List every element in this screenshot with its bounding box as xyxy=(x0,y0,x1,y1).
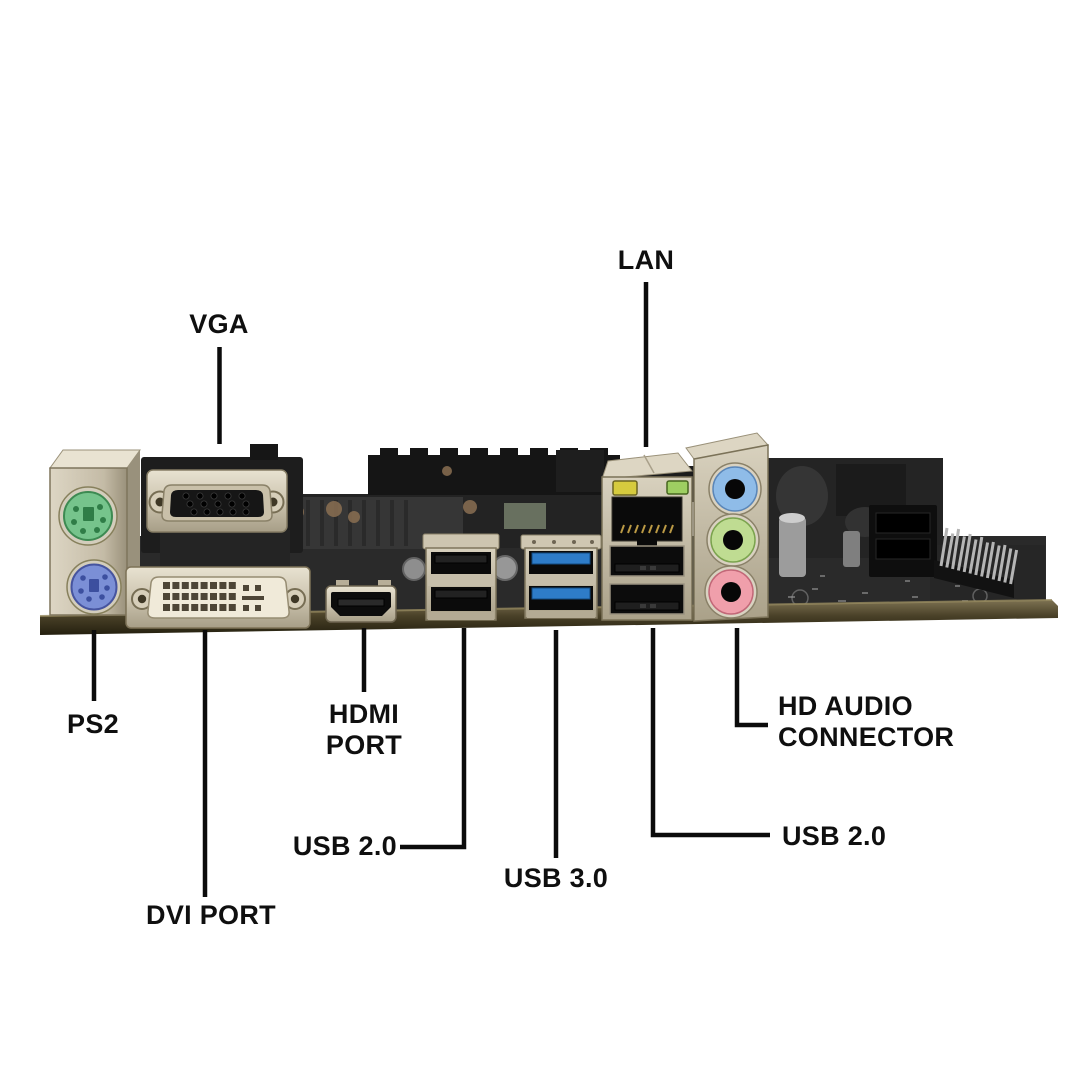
heatsink-fins xyxy=(306,500,408,546)
vga-port xyxy=(141,444,303,570)
leader-lines xyxy=(91,282,770,897)
audio-jack-line-in xyxy=(708,462,762,516)
label-usb2-right: USB 2.0 xyxy=(782,821,887,851)
label-hdmi-port: HDMI PORT xyxy=(325,699,403,761)
audio-jack-line-out xyxy=(706,513,760,567)
label-vga: VGA xyxy=(189,309,249,339)
label-usb3: USB 3.0 xyxy=(503,863,609,893)
label-ps2: PS2 xyxy=(67,709,119,739)
leader-line-hd-audio xyxy=(734,628,768,728)
audio-jack-mic xyxy=(704,565,758,619)
usb2-ports-left xyxy=(422,533,500,621)
vga-pin-holes xyxy=(182,492,250,516)
hdmi-port xyxy=(325,580,397,623)
label-hd-audio-connector: HD AUDIO CONNECTOR xyxy=(778,691,955,753)
ps2-keyboard-port xyxy=(66,559,122,615)
dvi-pin-holes xyxy=(163,582,264,611)
label-lan: LAN xyxy=(617,245,675,275)
leader-line-usb2-left xyxy=(400,628,467,850)
lan-contacts xyxy=(620,524,674,534)
ps2-mouse-port xyxy=(58,486,118,546)
front-panel-header xyxy=(869,505,937,577)
label-dvi-port: DVI PORT xyxy=(146,900,276,930)
lan-led-activity xyxy=(612,480,638,496)
label-usb2-left: USB 2.0 xyxy=(292,831,397,861)
usb2-ports-right xyxy=(609,545,685,615)
usb3-tongue-bottom xyxy=(531,587,591,600)
usb3-tongue-top xyxy=(531,552,591,565)
audio-jacks-block xyxy=(685,432,769,622)
lan-led-link xyxy=(666,480,689,495)
dvi-port xyxy=(125,566,311,629)
leader-line-usb2-right xyxy=(650,628,770,838)
usb3-ports xyxy=(520,534,602,619)
lan-port xyxy=(611,480,689,546)
pin-header xyxy=(934,527,1019,598)
lan-usb-block xyxy=(601,452,693,621)
